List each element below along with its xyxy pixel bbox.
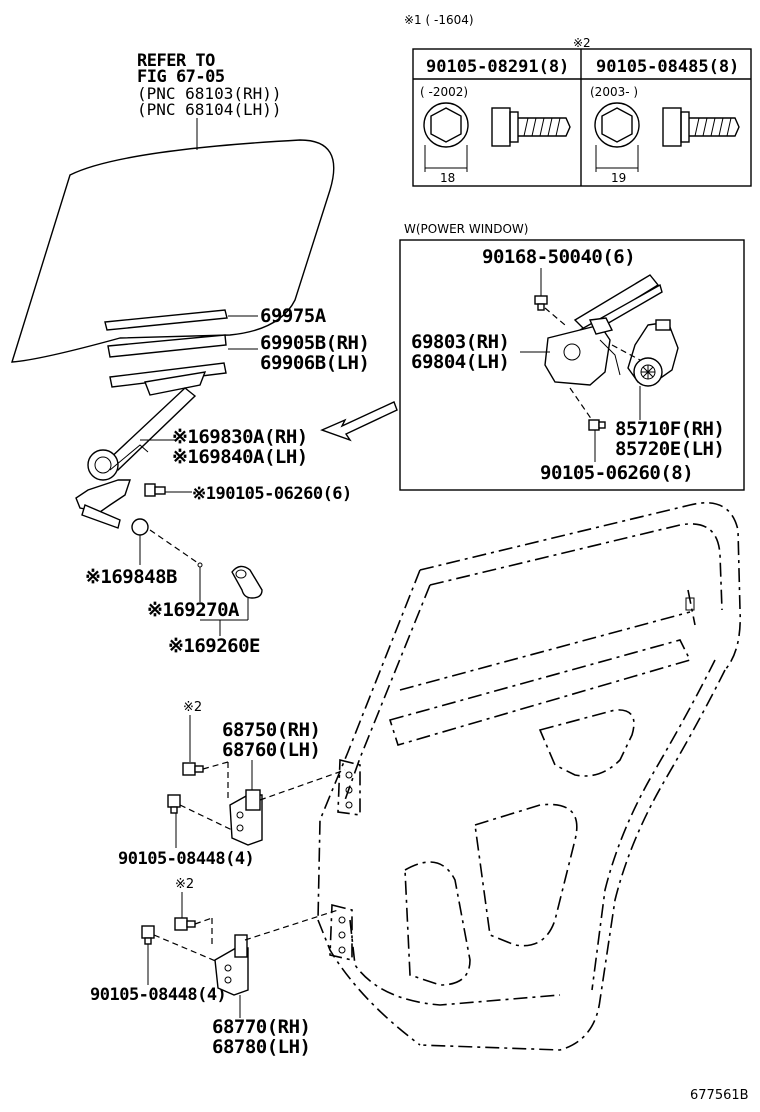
bolt-table-col2-part[interactable]: 90105-08485(8)	[596, 57, 739, 77]
screw-icon	[534, 295, 548, 311]
part-85710f-rh[interactable]: 85710F(RH)	[615, 418, 725, 440]
note-hinge-lower: ※2	[175, 877, 194, 892]
part-69905b-rh[interactable]: 69905B(RH)	[260, 332, 370, 354]
window-regulator-manual[interactable]	[75, 371, 207, 529]
door-hinge-lower[interactable]	[214, 934, 249, 996]
figure-id: 677561B	[690, 1088, 749, 1103]
glass-ref-line-1: REFER TO	[137, 51, 215, 71]
part-68760-lh[interactable]: 68760(LH)	[222, 739, 321, 761]
header-note-1: ※1 ( -1604)	[404, 13, 474, 27]
glass-ref-line-2: FIG 67-05	[137, 67, 225, 87]
glass-reference-note: REFER TO FIG 67-05 (PNC 68103(RH)) (PNC …	[137, 51, 282, 119]
bolt-table: 90105-08291(8) 90105-08485(8) ( -2002) (…	[412, 48, 752, 187]
part-69803-rh[interactable]: 69803(RH)	[411, 331, 510, 353]
hinge-bolt-icon-3	[174, 917, 196, 931]
part-85720e-lh[interactable]: 85720E(LH)	[615, 438, 725, 460]
door-panel-outline	[317, 501, 742, 1051]
bolt-icon	[144, 483, 166, 497]
bolt-table-col2-range: (2003- )	[590, 85, 638, 99]
regulator-handle-bushing[interactable]	[131, 518, 149, 536]
part-90105-08448-b[interactable]: 90105-08448(4)	[90, 985, 227, 1005]
part-90105-08448-a[interactable]: 90105-08448(4)	[118, 849, 255, 869]
part-69906b-lh[interactable]: 69906B(LH)	[260, 352, 370, 374]
part-68750-rh[interactable]: 68750(RH)	[222, 719, 321, 741]
window-regulator-handle[interactable]	[231, 565, 263, 599]
glass-run-strip[interactable]	[104, 309, 228, 331]
bolt-table-col1-range: ( -2002)	[420, 85, 468, 99]
part-68770-rh[interactable]: 68770(RH)	[212, 1016, 311, 1038]
part-90168-50040[interactable]: 90168-50040(6)	[482, 246, 636, 268]
part-69830a-rh[interactable]: ※169830A(RH)	[172, 426, 308, 448]
bolt-table-col2-size: 19	[611, 171, 626, 185]
glass-ref-line-3: (PNC 68103(RH))	[137, 84, 282, 103]
bolt-table-col1-size: 18	[440, 171, 455, 185]
flange-bolt-side-icon-2	[662, 107, 740, 147]
glass-ref-line-4: (PNC 68104(LH))	[137, 100, 282, 119]
part-90105-06260-8[interactable]: 90105-06260(8)	[540, 462, 694, 484]
header-note-2: ※2	[573, 36, 591, 50]
door-hinge-upper[interactable]	[229, 789, 263, 846]
part-69270a[interactable]: ※169270A	[147, 599, 241, 621]
part-69840a-lh[interactable]: ※169840A(LH)	[172, 446, 308, 468]
part-69975a[interactable]: 69975A	[260, 305, 327, 327]
handle-clip-pin	[197, 562, 203, 568]
note-hinge-upper: ※2	[183, 700, 202, 715]
hinge-bolt-icon-4	[141, 925, 155, 945]
part-69848b[interactable]: ※169848B	[85, 566, 178, 588]
arrow-icon	[320, 401, 398, 442]
flange-bolt-hex-icon: 18	[423, 102, 469, 185]
part-90105-06260-6[interactable]: ※190105-06260(6)	[192, 484, 352, 504]
part-69804-lh[interactable]: 69804(LH)	[411, 351, 510, 373]
hinge-bolt-icon	[182, 762, 204, 776]
hinge-bolt-icon-2	[167, 794, 181, 814]
door-glass[interactable]	[11, 139, 335, 363]
flange-bolt-hex-icon-2: 19	[594, 102, 640, 185]
part-68780-lh[interactable]: 68780(LH)	[212, 1036, 311, 1058]
bolt-icon-2	[588, 419, 606, 431]
window-regulator-power[interactable]	[544, 274, 663, 386]
window-motor[interactable]	[627, 319, 679, 387]
part-69260e[interactable]: ※169260E	[168, 635, 261, 657]
power-window-title: W(POWER WINDOW)	[404, 222, 528, 236]
flange-bolt-side-icon	[491, 107, 571, 147]
power-window-box	[399, 239, 745, 491]
bolt-table-col1-part[interactable]: 90105-08291(8)	[426, 57, 569, 77]
glass-channel-strip[interactable]	[107, 334, 227, 388]
